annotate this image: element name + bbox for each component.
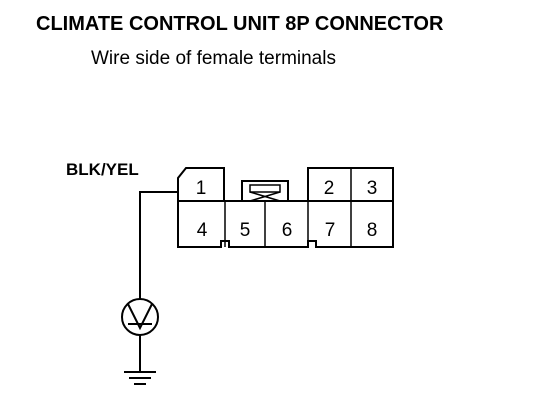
terminal-1: 1: [196, 178, 207, 199]
terminal-7: 7: [325, 220, 336, 241]
diagram-title: CLIMATE CONTROL UNIT 8P CONNECTOR: [36, 13, 444, 35]
terminal-5: 5: [240, 220, 251, 241]
terminal-2: 2: [324, 178, 335, 199]
terminal-3: 3: [367, 178, 378, 199]
wire-label: BLK/YEL: [66, 160, 139, 179]
probe-wire: [139, 191, 178, 299]
ground-icon: [124, 371, 156, 385]
voltmeter-icon: [121, 298, 159, 336]
locking-tab: [241, 180, 289, 202]
connector-housing: [177, 167, 394, 248]
diagram-subtitle: Wire side of female terminals: [91, 48, 336, 69]
terminal-8: 8: [367, 220, 378, 241]
terminal-4: 4: [197, 220, 208, 241]
housing-top-left: [177, 167, 225, 201]
terminal-6: 6: [282, 220, 293, 241]
